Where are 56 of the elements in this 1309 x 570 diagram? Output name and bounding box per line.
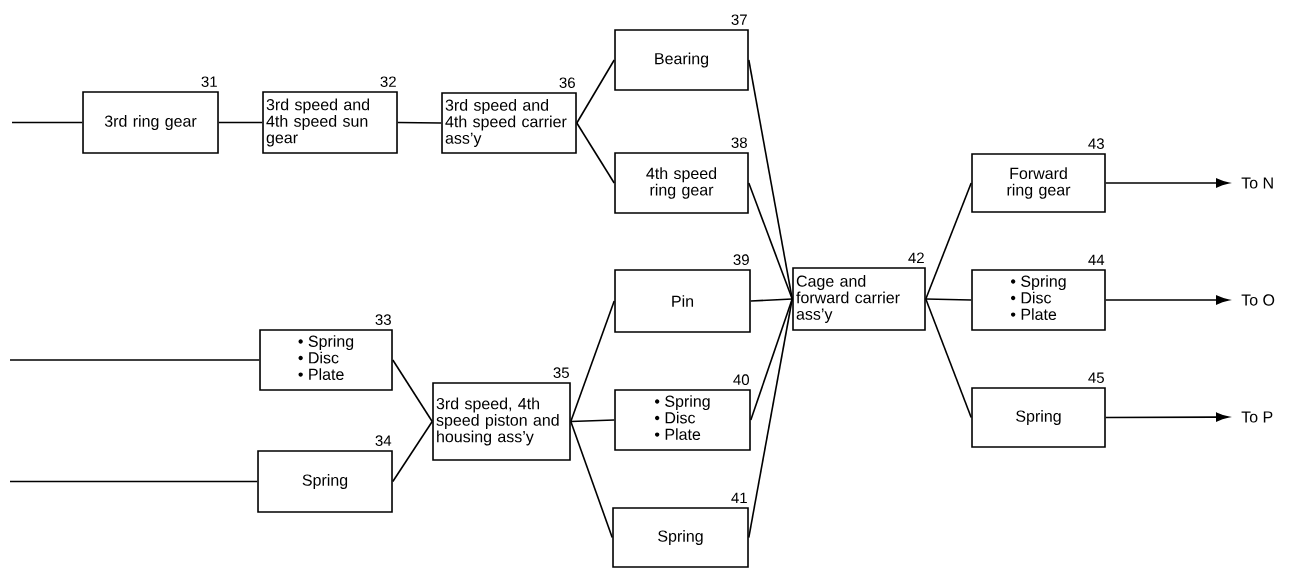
component-box: Bearing bbox=[614, 29, 749, 91]
connector-line bbox=[750, 298, 793, 421]
destination-label: To O bbox=[1241, 294, 1275, 306]
arrow bbox=[1105, 295, 1229, 305]
callout-number: 45 bbox=[1088, 372, 1104, 383]
connector-line bbox=[576, 59, 615, 124]
callout-number: 36 bbox=[559, 77, 575, 88]
connector-line bbox=[748, 298, 793, 539]
connector-line bbox=[570, 420, 613, 539]
callout-number: 35 bbox=[553, 367, 569, 378]
component-box: Pin bbox=[614, 269, 751, 333]
connector-line bbox=[9, 480, 258, 483]
callout-number: 40 bbox=[733, 374, 749, 385]
callout-number: 43 bbox=[1088, 138, 1104, 149]
destination-label: To N bbox=[1241, 177, 1273, 189]
connector-line bbox=[576, 122, 615, 184]
connector-line bbox=[392, 359, 433, 423]
callout-number: 37 bbox=[731, 14, 747, 25]
connector-line bbox=[397, 121, 442, 124]
callout-number: 31 bbox=[201, 76, 217, 87]
component-box: 3rd ring gear bbox=[82, 91, 219, 154]
connector-line bbox=[748, 59, 793, 300]
connector-line bbox=[11, 121, 83, 124]
connector-line bbox=[925, 298, 972, 419]
component-box: 4th speed ring gear bbox=[614, 152, 749, 214]
callout-number: 39 bbox=[733, 254, 749, 265]
connector-line bbox=[570, 300, 615, 423]
component-box: • Spring • Disc • Plate bbox=[614, 389, 751, 451]
callout-number: 41 bbox=[731, 492, 747, 503]
component-box: Spring bbox=[612, 507, 749, 568]
component-box: Cage and forward carrier ass’y bbox=[792, 267, 926, 331]
callout-number: 38 bbox=[731, 137, 747, 148]
callout-number: 33 bbox=[375, 314, 391, 325]
component-box: Spring bbox=[257, 450, 393, 513]
callout-number: 32 bbox=[380, 76, 396, 87]
component-box: 3rd speed and 4th speed sun gear bbox=[262, 91, 398, 154]
connector-line bbox=[9, 359, 260, 361]
component-box: • Spring • Disc • Plate bbox=[259, 329, 393, 391]
connector-line bbox=[570, 419, 615, 423]
component-box: Spring bbox=[971, 387, 1106, 448]
connector-line bbox=[748, 182, 793, 300]
component-box: 3rd speed and 4th speed carrier ass’y bbox=[441, 92, 577, 154]
connector-line bbox=[218, 121, 263, 124]
callout-number: 44 bbox=[1088, 254, 1105, 265]
connector-line bbox=[925, 182, 972, 300]
connector-line bbox=[392, 420, 433, 483]
component-box: 3rd speed, 4th speed piston and housing ass’y bbox=[432, 382, 571, 461]
arrow bbox=[1105, 412, 1229, 422]
component-box: • Spring • Disc • Plate bbox=[971, 269, 1106, 331]
connector-line bbox=[925, 298, 972, 301]
component-box: Forward ring gear bbox=[971, 153, 1106, 213]
connector-line bbox=[750, 298, 793, 302]
destination-label: To P bbox=[1241, 411, 1273, 423]
arrow bbox=[1105, 178, 1229, 188]
callout-number: 42 bbox=[908, 252, 924, 263]
callout-number: 34 bbox=[375, 435, 392, 446]
